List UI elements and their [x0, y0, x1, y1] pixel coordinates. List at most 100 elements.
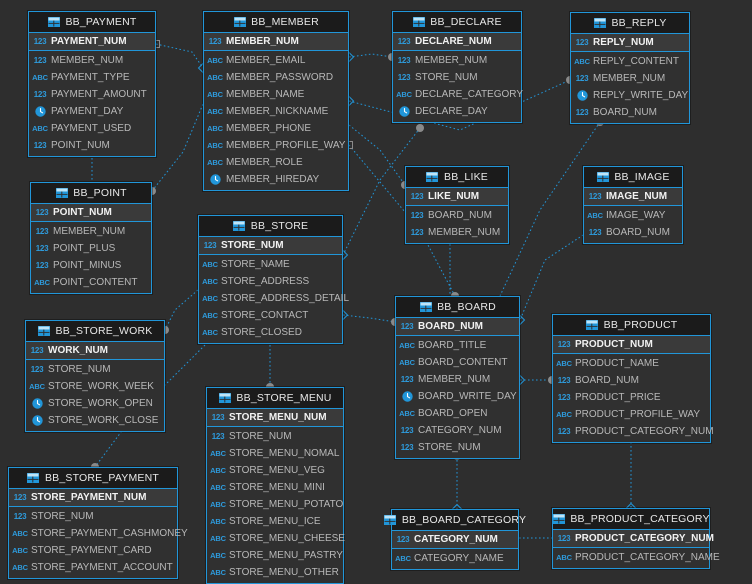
column-row[interactable]: PAYMENT_DAY: [29, 103, 155, 120]
table-header[interactable]: BB_POINT: [31, 183, 151, 204]
table-header[interactable]: BB_MEMBER: [204, 12, 348, 33]
table-header[interactable]: BB_LIKE: [406, 167, 508, 188]
column-row[interactable]: DECLARE_DAY: [393, 103, 521, 120]
table-header[interactable]: BB_IMAGE: [584, 167, 682, 188]
table-header[interactable]: BB_STORE_MENU: [207, 388, 343, 409]
column-row[interactable]: MEMBER_HIREDAY: [204, 171, 348, 188]
table-header[interactable]: BB_PRODUCT_CATEGORY: [552, 509, 709, 530]
table-header[interactable]: BB_STORE_PAYMENT: [9, 468, 177, 489]
column-row[interactable]: BOARD_WRITE_DAY: [396, 388, 519, 405]
table-header[interactable]: BB_BOARD_CATEGORY: [384, 510, 526, 531]
table-header[interactable]: BB_STORE: [199, 216, 342, 237]
table-header[interactable]: BB_PAYMENT: [29, 12, 155, 33]
table-header[interactable]: BB_PRODUCT: [553, 315, 710, 336]
column-row[interactable]: REPLY_WRITE_DAY: [571, 87, 689, 104]
table-header[interactable]: BB_BOARD: [396, 297, 519, 318]
table-header[interactable]: BB_STORE_WORK: [26, 321, 164, 342]
column-row[interactable]: STORE_WORK_OPEN: [26, 395, 164, 412]
table-header[interactable]: BB_DECLARE: [393, 12, 521, 33]
